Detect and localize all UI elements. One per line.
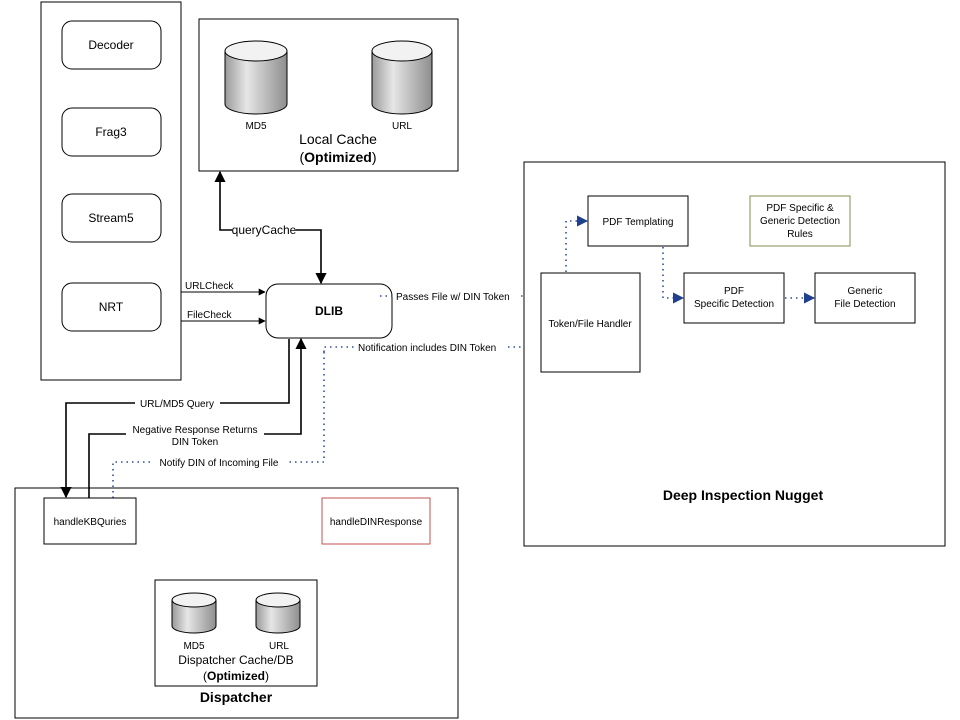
url-check-label: URLCheck xyxy=(185,281,234,292)
handle-din-response-node[interactable]: handleDINResponse xyxy=(321,497,431,545)
handle-kb-queries-box xyxy=(43,497,137,545)
dispatcher-cache-title: Dispatcher Cache/DB xyxy=(178,653,293,667)
handler-to-templating-line xyxy=(565,215,589,272)
url-md5-query-connector: URL/MD5 Query xyxy=(66,339,290,497)
module-frag3-box xyxy=(61,107,162,157)
notify-din-line xyxy=(112,461,324,498)
dlib-box xyxy=(265,283,393,339)
database-icon xyxy=(224,51,288,115)
module-nrt[interactable]: NRT xyxy=(61,282,162,332)
notify-din-label: Notify DIN of Incoming File xyxy=(160,458,279,469)
nugget-title: Deep Inspection Nugget xyxy=(663,487,824,503)
dlib-node[interactable]: DLIB xyxy=(265,283,393,339)
cylinder-top xyxy=(171,592,217,608)
module-frag3-label: Frag3 xyxy=(95,125,127,139)
detection-rules-label-line3: Rules xyxy=(787,229,813,240)
generic-file-detection-node[interactable]: Generic File Detection xyxy=(814,272,916,324)
query-cache-connector: queryCache xyxy=(214,170,327,285)
dlib-label: DLIB xyxy=(315,304,343,318)
passes-file-connector: Passes File w/ DIN Token xyxy=(380,292,540,303)
token-file-handler-box xyxy=(540,272,641,373)
dispatcher-url-label: URL xyxy=(269,641,289,652)
module-decoder-label: Decoder xyxy=(88,38,133,52)
pdf-specific-detection-box xyxy=(683,272,785,324)
handle-kb-queries-label: handleKBQuries xyxy=(54,517,127,528)
local-cache-title: Local Cache xyxy=(299,131,377,147)
dispatcher-md5-label: MD5 xyxy=(183,641,205,652)
database-icon xyxy=(371,51,433,115)
notification-label: Notification includes DIN Token xyxy=(358,343,496,354)
negative-response-connector: Negative Response Returns DIN Token xyxy=(88,339,301,498)
notification-connector: Notification includes DIN Token xyxy=(323,343,540,462)
detection-rules-box xyxy=(749,195,851,247)
module-stream5[interactable]: Stream5 xyxy=(61,193,162,243)
query-cache-label: queryCache xyxy=(232,223,297,237)
url-check-connector: URLCheck xyxy=(181,281,266,296)
module-decoder-box xyxy=(61,20,162,70)
cylinder-top xyxy=(224,40,288,62)
handle-din-response-box xyxy=(321,497,431,545)
cylinder-top xyxy=(255,592,301,608)
dispatcher-group: handleKBQuries handleDINResponse MD5 URL… xyxy=(14,487,459,719)
dispatcher-title: Dispatcher xyxy=(200,689,273,705)
dispatcher-md5-cylinder xyxy=(171,592,217,634)
local-cache-md5-label: MD5 xyxy=(245,121,267,132)
generic-file-detection-label-line2: File Detection xyxy=(834,299,895,310)
database-icon xyxy=(255,600,301,634)
local-cache-url-label: URL xyxy=(392,121,412,132)
dispatcher-container xyxy=(14,487,459,719)
preprocessor-group: Decoder Frag3 Stream5 NRT xyxy=(40,1,182,381)
module-stream5-label: Stream5 xyxy=(88,211,134,225)
generic-file-detection-box xyxy=(814,272,916,324)
file-check-connector: FileCheck xyxy=(181,310,266,325)
handle-kb-queries-node[interactable]: handleKBQuries xyxy=(43,497,137,545)
token-file-handler-node[interactable]: Token/File Handler xyxy=(540,272,641,373)
handle-din-response-label: handleDINResponse xyxy=(330,517,423,528)
negative-response-line xyxy=(88,339,301,498)
passes-file-label: Passes File w/ DIN Token xyxy=(396,292,510,303)
templating-to-pdf-detection-line xyxy=(662,247,685,304)
detection-rules-label-line2: Generic Detection xyxy=(760,216,840,227)
module-frag3[interactable]: Frag3 xyxy=(61,107,162,157)
module-nrt-box xyxy=(61,282,162,332)
file-check-label: FileCheck xyxy=(187,310,232,321)
database-icon xyxy=(171,600,217,634)
module-stream5-box xyxy=(61,193,162,243)
query-cache-line-down xyxy=(296,229,327,285)
cylinder-top xyxy=(371,40,433,62)
negative-response-label-line1: Negative Response Returns xyxy=(132,425,257,436)
dispatcher-cache-optimized: (Optimized) xyxy=(203,669,269,683)
generic-file-detection-label-line1: Generic xyxy=(847,286,882,297)
pdf-templating-label: PDF Templating xyxy=(603,217,674,228)
pdf-specific-detection-label-line1: PDF xyxy=(724,286,744,297)
token-file-handler-label: Token/File Handler xyxy=(548,319,632,330)
detection-rules-node[interactable]: PDF Specific & Generic Detection Rules xyxy=(749,195,851,247)
pdf-specific-detection-node[interactable]: PDF Specific Detection xyxy=(683,272,785,324)
module-decoder[interactable]: Decoder xyxy=(61,20,162,70)
local-cache-optimized: (Optimized) xyxy=(299,149,376,165)
local-cache-md5-cylinder xyxy=(224,40,288,115)
detection-rules-label-line1: PDF Specific & xyxy=(766,203,834,214)
local-cache-url-cylinder xyxy=(371,40,433,115)
notify-din-connector: Notify DIN of Incoming File xyxy=(112,458,324,498)
pdf-specific-detection-label-line2: Specific Detection xyxy=(694,299,774,310)
local-cache-group: MD5 URL Local Cache (Optimized) xyxy=(198,18,459,172)
dispatcher-url-cylinder xyxy=(255,592,301,634)
query-cache-line-up xyxy=(214,170,232,231)
nugget-group: Token/File Handler PDF Templating PDF Sp… xyxy=(523,161,946,547)
pdf-templating-node[interactable]: PDF Templating xyxy=(587,195,689,247)
module-nrt-label: NRT xyxy=(99,300,124,314)
negative-response-label-line2: DIN Token xyxy=(172,437,219,448)
url-md5-query-label: URL/MD5 Query xyxy=(140,399,214,410)
url-md5-query-line xyxy=(66,339,290,497)
pdf-templating-box xyxy=(587,195,689,247)
